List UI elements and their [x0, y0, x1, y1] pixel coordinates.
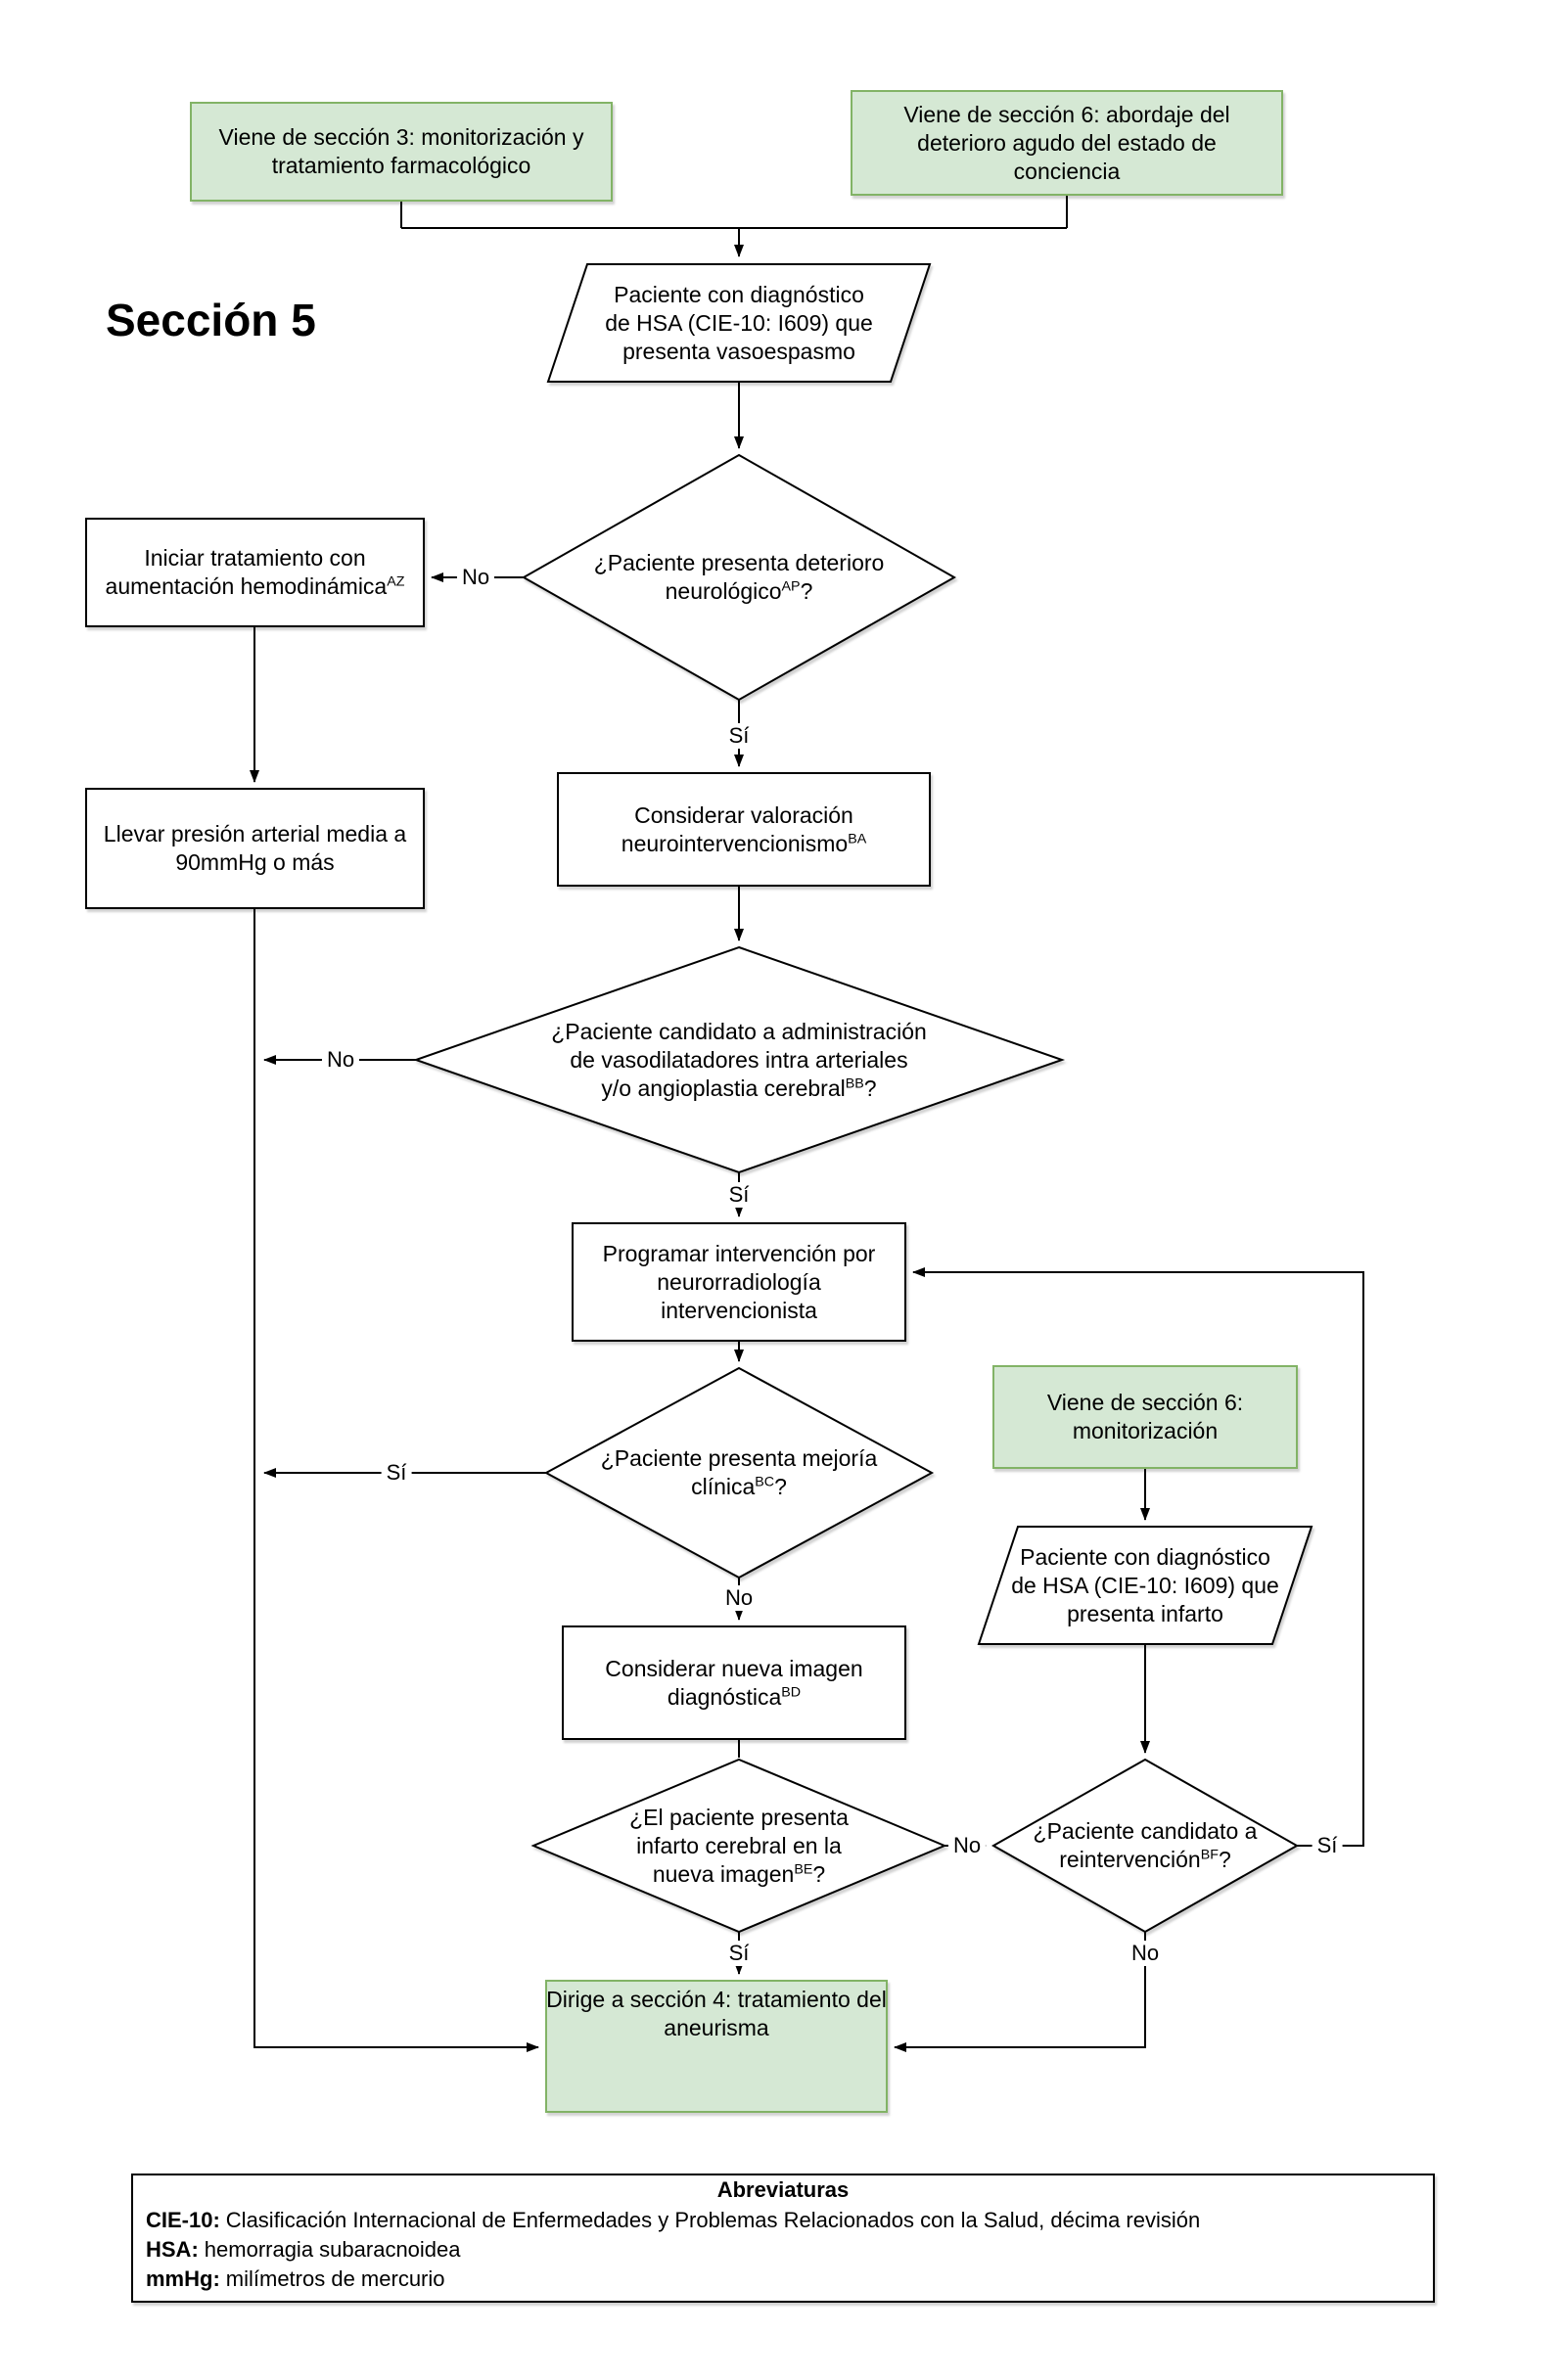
decision-vasodilatadores-shape	[412, 945, 1066, 1174]
start-from-section6-monitorizacion-shape	[992, 1365, 1298, 1469]
edge-label-d3-no: No	[719, 1585, 759, 1611]
page-title: Sección 5	[106, 295, 316, 345]
abbreviation-item-cie10: CIE-10:Clasificación Internacional de En…	[132, 2206, 1434, 2235]
process-llevar-shape	[85, 788, 425, 909]
abbreviation-definition: hemorragia subaracnoidea	[204, 2237, 461, 2262]
start-from-section6-shape	[851, 90, 1283, 196]
process-programar-shape	[572, 1222, 906, 1342]
edge-label-d4-no: No	[947, 1833, 987, 1858]
decision-reintervencion-shape	[990, 1758, 1300, 1934]
abbreviation-term: HSA:	[146, 2237, 199, 2262]
io-infarto-shape	[977, 1526, 1313, 1645]
edge-label-d2-yes: Sí	[723, 1182, 755, 1208]
abbreviation-item-mmhg: mmHg:milímetros de mercurio	[132, 2265, 1434, 2294]
start-from-section3-shape	[190, 102, 613, 202]
decision-deterioro-shape	[521, 453, 957, 702]
process-imagen-shape	[562, 1625, 906, 1740]
abbreviation-definition: milímetros de mercurio	[225, 2266, 445, 2291]
process-iniciar-shape	[85, 518, 425, 627]
abbreviation-term: mmHg:	[146, 2266, 220, 2291]
decision-mejoria-shape	[543, 1366, 935, 1579]
edge-label-d1-yes: Sí	[723, 723, 755, 749]
io-vasospasm-shape	[546, 263, 932, 383]
edge-label-d2-no: No	[321, 1047, 360, 1073]
edge-label-d4-yes: Sí	[723, 1941, 755, 1966]
edge-label-d5-no: No	[1126, 1941, 1165, 1966]
abbreviation-definition: Clasificación Internacional de Enfermeda…	[225, 2208, 1201, 2232]
edge-label-d5-yes: Sí	[1312, 1833, 1343, 1858]
decision-infarto-imagen-shape	[530, 1758, 947, 1934]
process-valoracion-shape	[557, 772, 931, 887]
edge-left-rail	[253, 908, 539, 2052]
edge-label-d1-no: No	[456, 565, 495, 590]
edge-d5-no	[894, 1932, 1146, 2052]
abbreviations-title: Abreviaturas	[716, 2177, 850, 2202]
abbreviation-item-hsa: HSA:hemorragia subaracnoidea	[132, 2235, 1434, 2265]
edge-label-d3-yes: Sí	[381, 1460, 412, 1486]
abbreviations-box-shape	[131, 2174, 1435, 2303]
abbreviation-term: CIE-10:	[146, 2208, 220, 2232]
terminal-dirige-seccion4-shape	[545, 1980, 888, 2113]
abbreviations-box: Abreviaturas CIE-10:Clasificación Intern…	[132, 2174, 1434, 2302]
